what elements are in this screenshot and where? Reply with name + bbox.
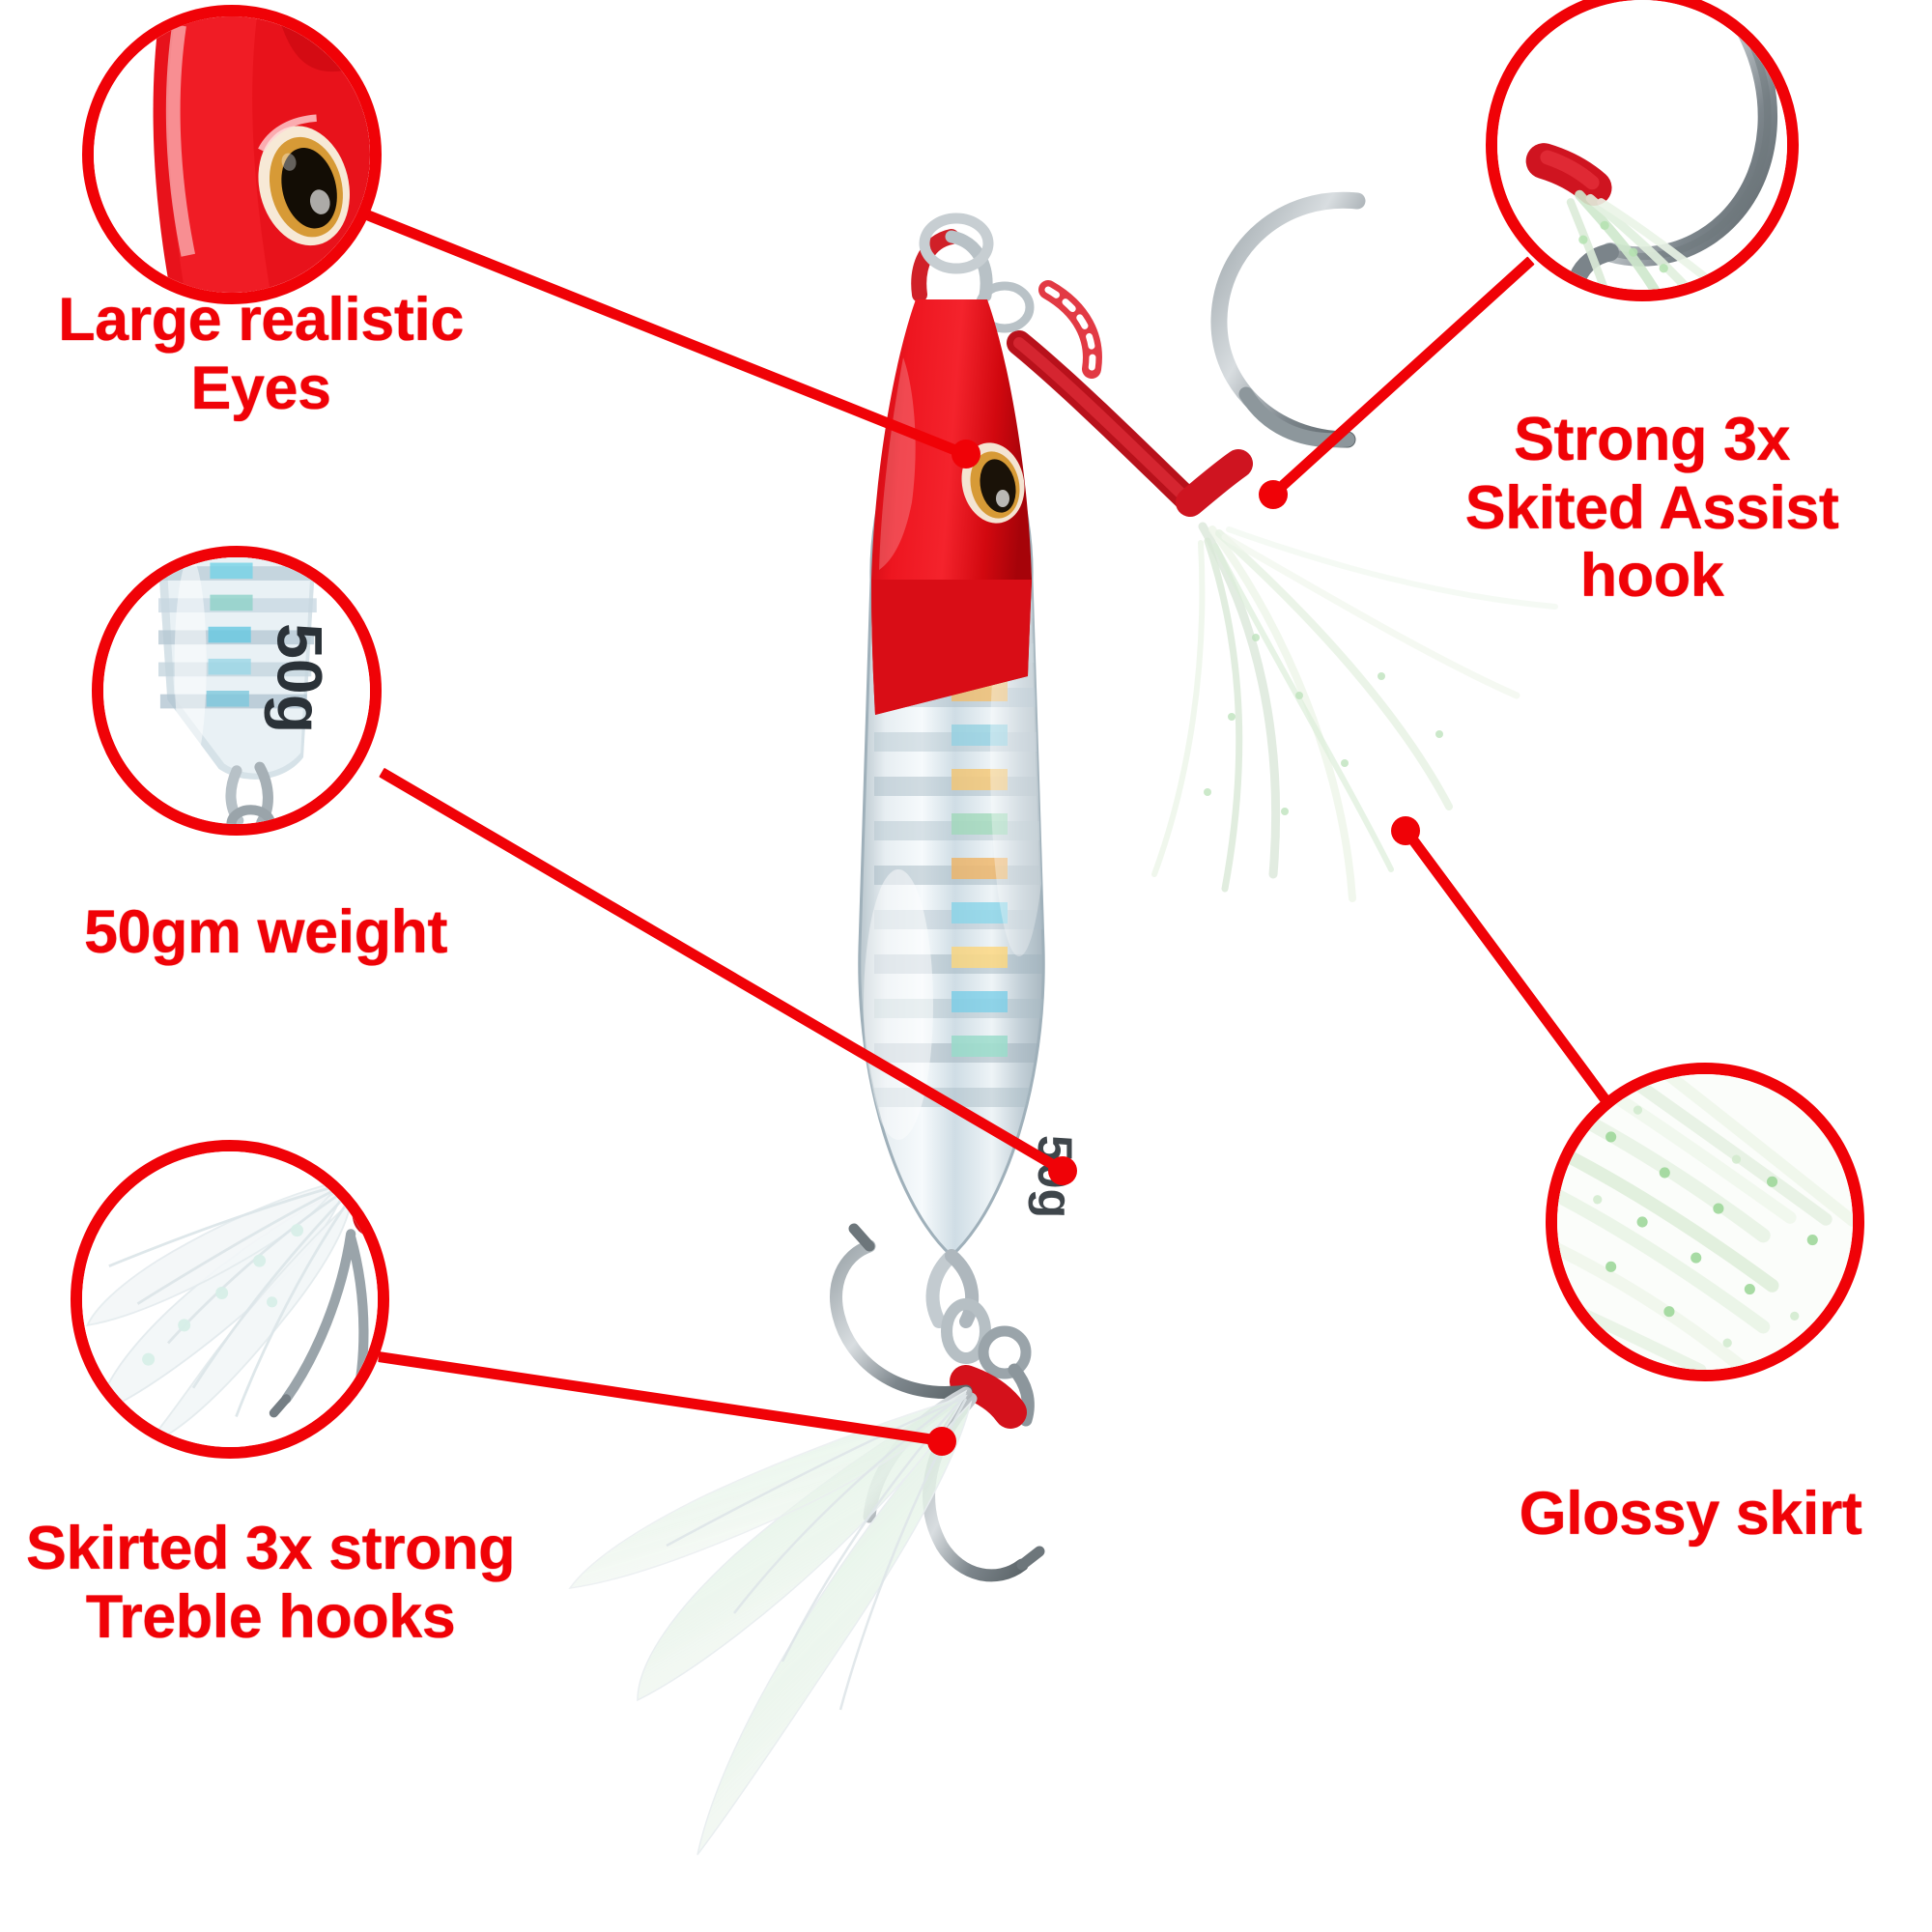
assist-thread-wrap: [1176, 449, 1253, 517]
leader-dot-weight: [1048, 1156, 1077, 1185]
callout-label-treble-hooks: Skirted 3x strong Treble hooks: [25, 1515, 516, 1651]
inset-weight: 50g: [92, 546, 382, 836]
top-hardware: [911, 213, 1035, 333]
callout-label-assist-hook: Strong 3x Skited Assist hook: [1464, 406, 1839, 611]
inset-eye-art: [94, 16, 370, 293]
inset-treble-hook-art: [82, 1151, 378, 1447]
callout-label-weight: 50gm weight: [83, 898, 448, 966]
inset-assist-hook: [1486, 0, 1799, 301]
leader-dot-glossy-skirt: [1391, 816, 1420, 845]
assist-hook-shank: [1210, 191, 1366, 448]
inset-assist-hook-art: [1497, 0, 1787, 290]
bottom-rig: [568, 1223, 1045, 1856]
callout-label-glossy-skirt: Glossy skirt: [1519, 1480, 1862, 1548]
leader-dot-treble-hooks: [927, 1427, 956, 1456]
inset-eye: [82, 5, 382, 304]
inset-weight-art: 50g: [103, 557, 370, 824]
inset-glossy-skirt: [1546, 1063, 1864, 1381]
lure-head: [871, 299, 1032, 715]
inset-weight-text: 50g: [263, 623, 334, 733]
leader-dot-eyes: [952, 440, 980, 469]
callout-label-eyes: Large realistic Eyes: [58, 286, 464, 422]
treble-thread-wrap: [950, 1365, 1027, 1429]
assist-rig: [1007, 191, 1558, 902]
inset-treble-hook: [71, 1140, 389, 1459]
inset-glossy-skirt-art: [1557, 1074, 1853, 1370]
lure-eye: [961, 442, 1025, 524]
leader-dot-assist-hook: [1259, 480, 1288, 509]
